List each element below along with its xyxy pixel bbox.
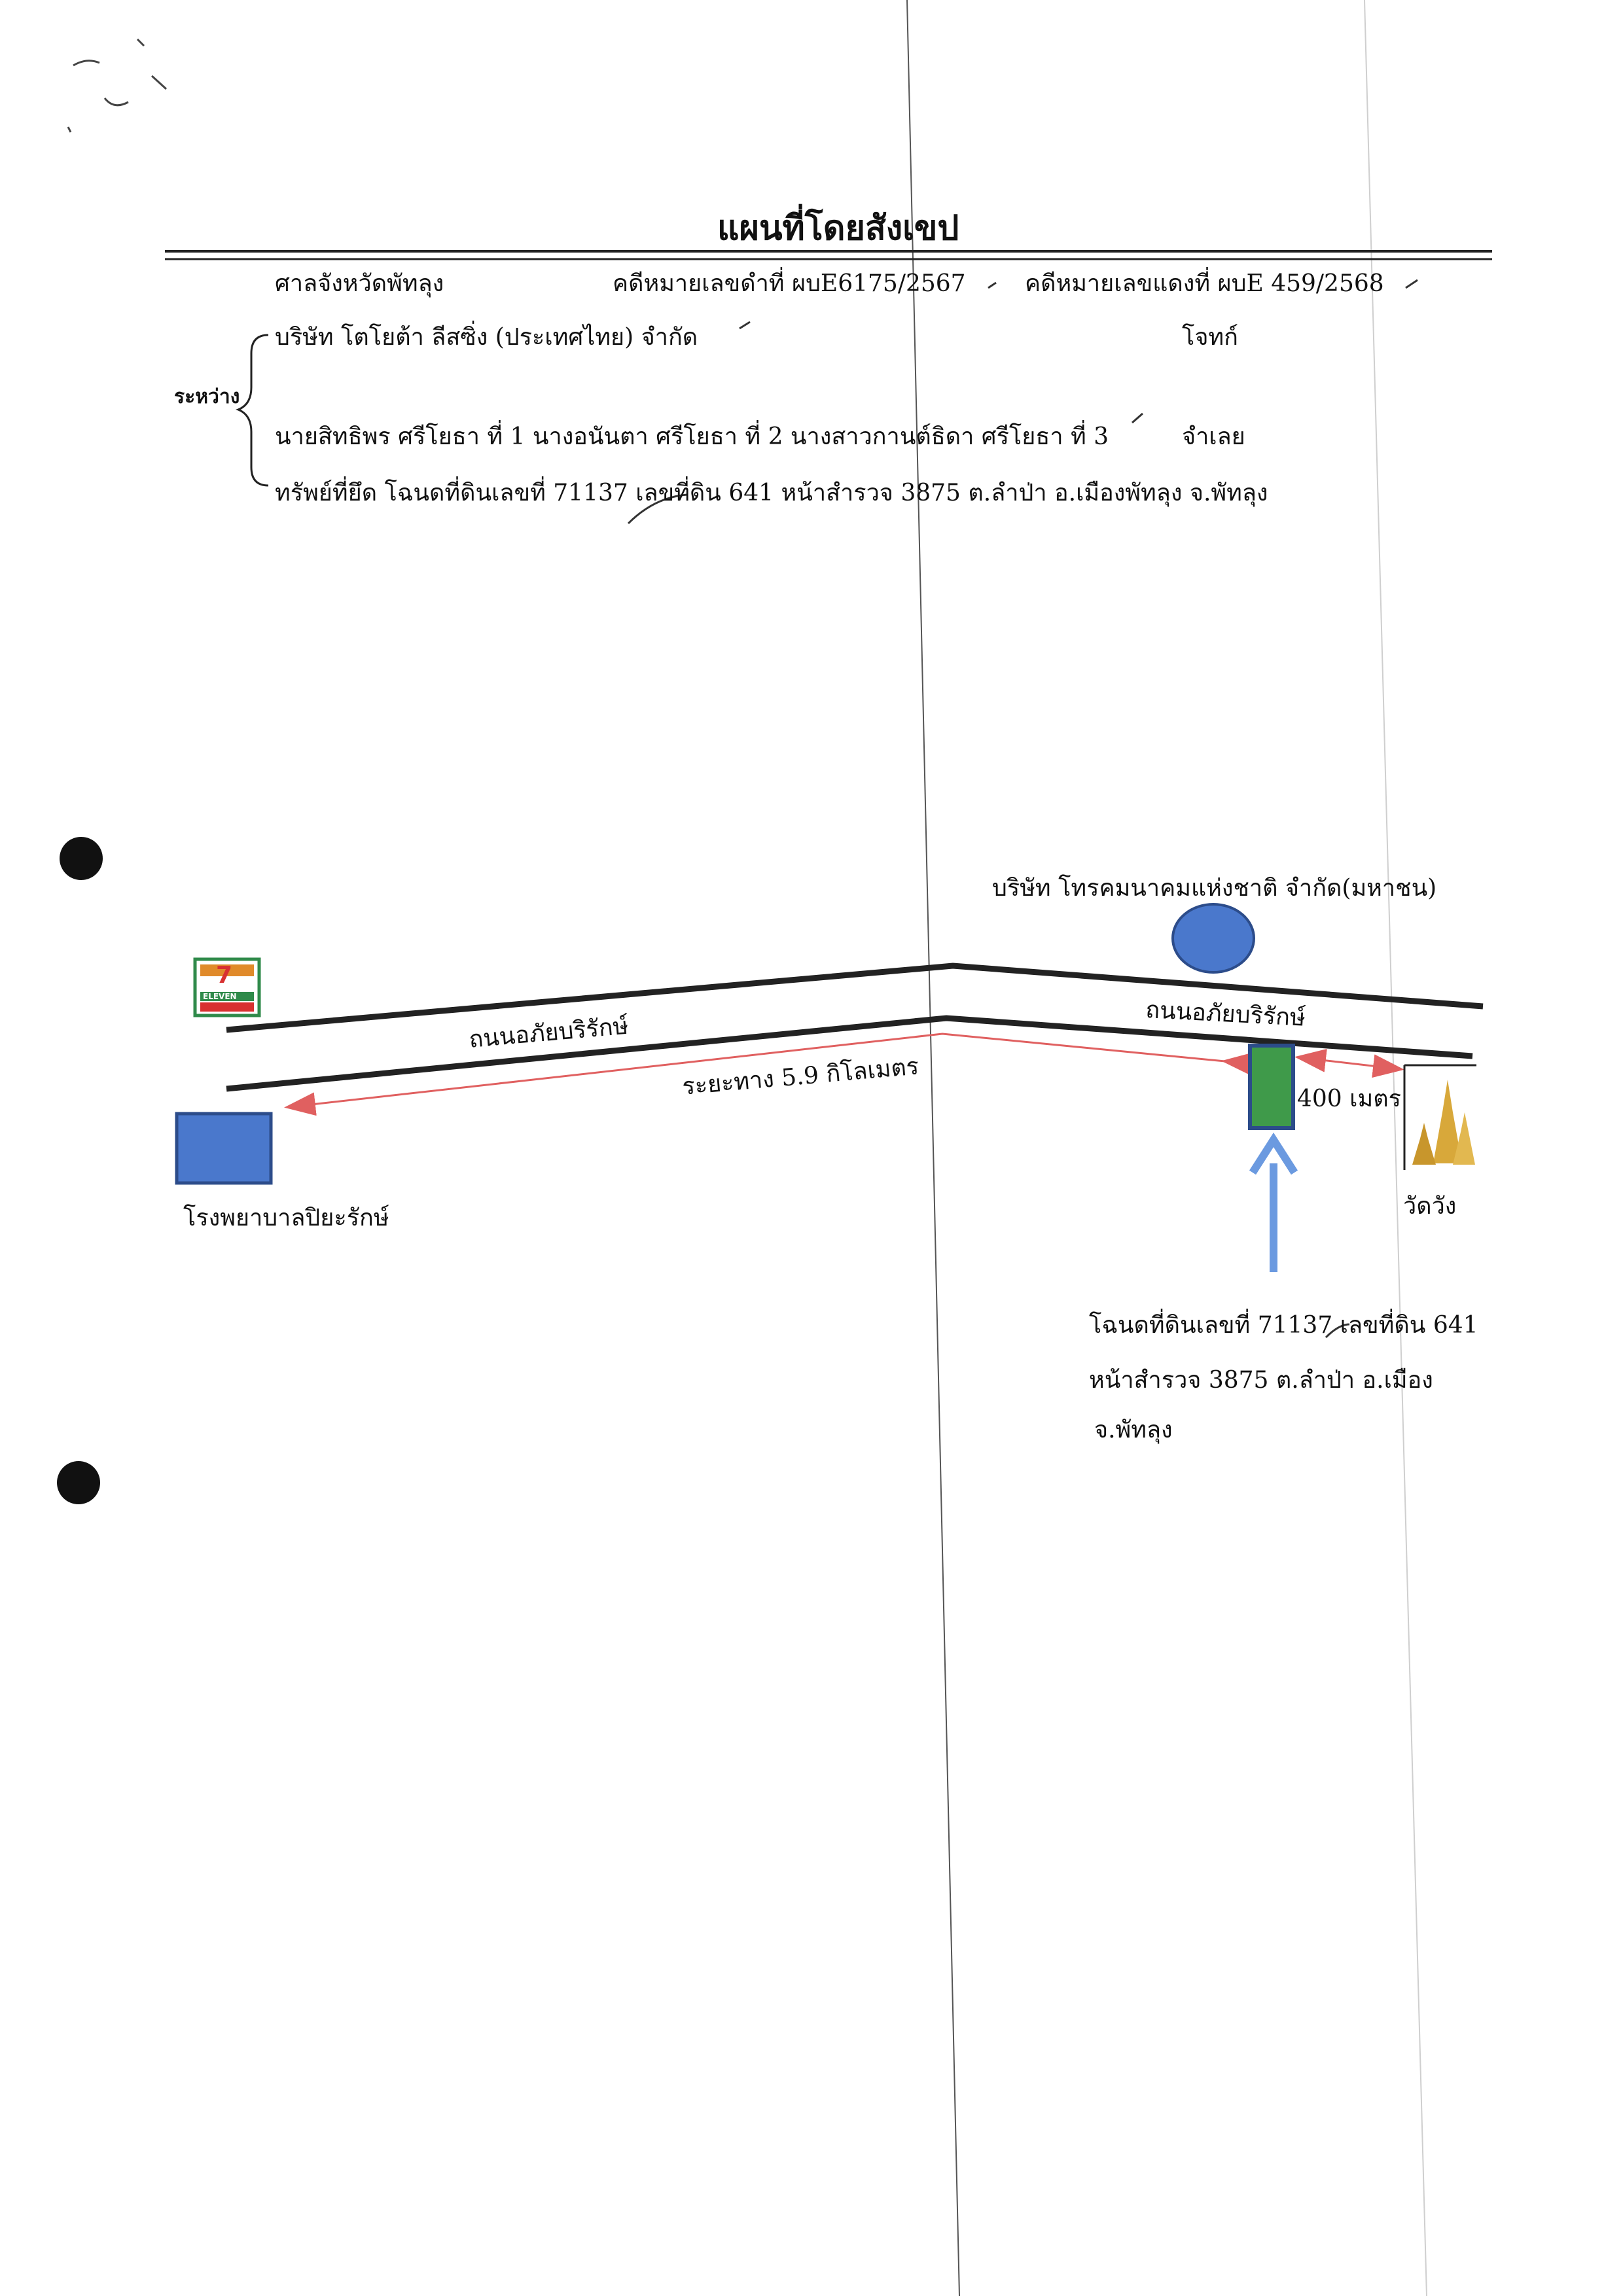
store-logo-icon	[193, 957, 261, 1017]
defendant-role: จำเลย	[1182, 423, 1245, 450]
property-arrow-head	[1249, 1132, 1298, 1175]
property-label-line3: จ.พัทลุง	[1094, 1417, 1173, 1443]
fold-line	[906, 0, 960, 2296]
black-case-number: คดีหมายเลขดำที่ ผบE6175/2567	[613, 270, 966, 297]
page-title: แผนที่โดยสังเขป	[717, 208, 959, 248]
distance-400-label: 400 เมตร	[1297, 1086, 1401, 1112]
temple-icon	[1412, 1080, 1475, 1165]
company-label: บริษัท โทรคมนาคมแห่งชาติ จำกัด(มหาชน)	[992, 875, 1437, 902]
seized-property: ทรัพย์ที่ยึด โฉนดที่ดินเลขที่ 71137 เลขท…	[275, 480, 1268, 506]
plaintiff-name: บริษัท โตโยต้า ลีสซิ่ง (ประเทศไทย) จำกัด	[275, 324, 698, 351]
plaintiff-role: โจทก์	[1182, 324, 1238, 351]
company-marker	[1171, 903, 1255, 974]
between-brace	[235, 334, 269, 487]
punch-hole-bottom	[57, 1461, 100, 1504]
defendants-names: นายสิทธิพร ศรีโยธา ที่ 1 นางอนันตา ศรีโย…	[275, 423, 1109, 450]
property-label-line1: โฉนดที่ดินเลขที่ 71137 เลขที่ดิน 641	[1089, 1312, 1478, 1339]
distance-400-arrow	[1294, 1048, 1404, 1078]
between-label: ระหว่าง	[174, 385, 240, 408]
punch-hole-top	[60, 837, 103, 880]
red-case-number: คดีหมายเลขแดงที่ ผบE 459/2568	[1025, 270, 1384, 297]
fold-line-faint	[1364, 0, 1427, 2296]
hospital-marker	[175, 1112, 273, 1185]
corner-smudge	[67, 38, 168, 133]
hospital-label: โรงพยาบาลปิยะรักษ์	[183, 1205, 389, 1231]
temple-label: วัดวัง	[1403, 1193, 1457, 1220]
property-label-line2: หน้าสำรวจ 3875 ต.ลำป่า อ.เมือง	[1089, 1367, 1433, 1394]
property-marker	[1248, 1044, 1295, 1130]
store-logo-number: 7	[216, 962, 233, 989]
court-name: ศาลจังหวัดพัทลุง	[275, 270, 444, 297]
road-upper-edge	[226, 963, 1484, 1033]
distance-arrow	[284, 1033, 1254, 1116]
check-marks	[627, 279, 1418, 1339]
store-logo-text: ELEVEN	[203, 992, 237, 1001]
